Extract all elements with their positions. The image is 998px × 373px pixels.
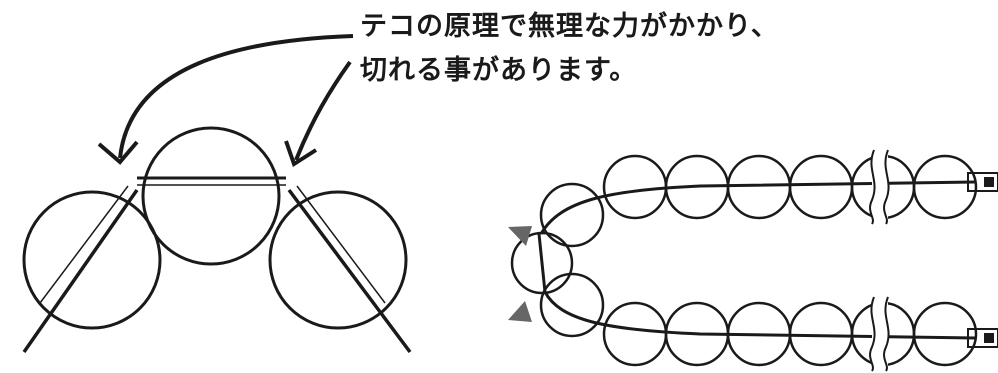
marker-triangle-upper (508, 226, 532, 246)
lower-bead (912, 301, 978, 367)
clasp-lower (967, 328, 998, 348)
upper-string (539, 180, 976, 235)
lower-bead (539, 272, 605, 338)
right-arrow (294, 60, 352, 161)
upper-bead (788, 154, 854, 220)
left-arrow (118, 34, 354, 159)
upper-bead (539, 182, 605, 248)
break-symbol (869, 296, 876, 372)
left-string (22, 188, 139, 354)
lower-string (543, 291, 976, 340)
upper-bead (602, 154, 668, 220)
left-figure (22, 34, 412, 354)
left-arrow-head (97, 140, 139, 165)
caption-line-2: 切れる事があります。 (360, 55, 638, 86)
upper-bead (726, 154, 792, 220)
upper-bead (912, 154, 978, 220)
end-string (537, 233, 547, 293)
break-symbol (869, 149, 876, 225)
right-arrow-head (284, 140, 318, 168)
right-figure (510, 149, 998, 372)
clasp-upper (967, 172, 998, 192)
left-bead (22, 190, 162, 330)
right-bead (268, 190, 408, 330)
marker-triangle-lower (508, 301, 532, 322)
lower-bead (602, 301, 668, 367)
right-string (287, 188, 412, 354)
top-bead (141, 126, 281, 266)
caption-line-1: テコの原理で無理な力がかかり、 (360, 11, 779, 42)
